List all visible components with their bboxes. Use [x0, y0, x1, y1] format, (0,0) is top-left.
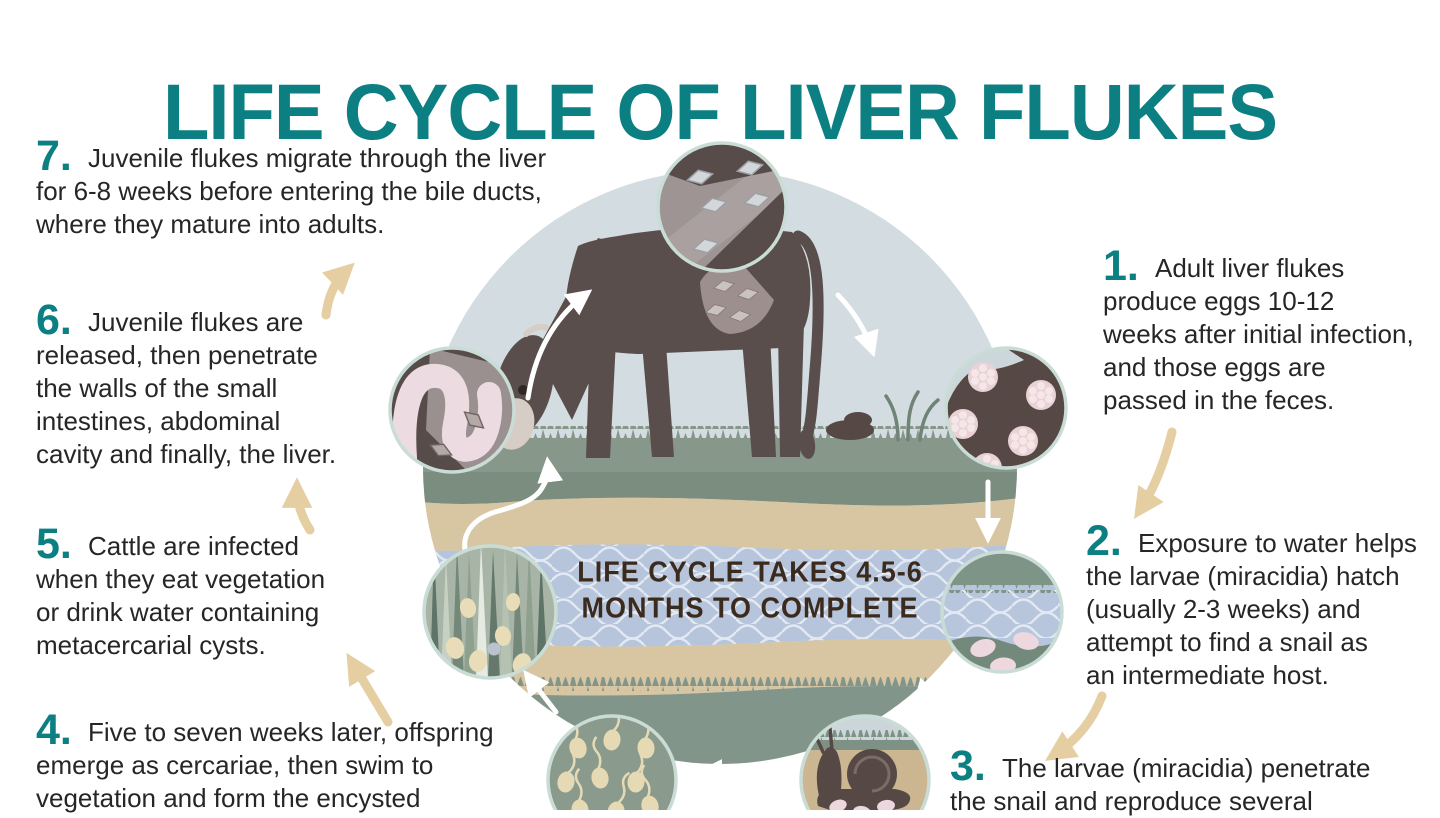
arrow-step5-to-step6 [281, 477, 315, 535]
step-4-text: Five to seven weeks later, offspring eme… [36, 717, 494, 813]
cow-horn [523, 323, 552, 337]
metacercarial-cyst-icon [445, 593, 532, 675]
cow-front-leg [586, 340, 616, 458]
step-6: 6. Juvenile flukes are released, then pe… [36, 299, 436, 471]
arrow-liver-to-feces [835, 292, 879, 358]
step-3: 3. The larvae (miracidia) penetrate the … [950, 745, 1440, 818]
snail-inset [799, 714, 931, 810]
step-5: 5. Cattle are infected when they eat veg… [36, 523, 456, 662]
cow-eye [518, 385, 528, 395]
arrow-step2-to-step3 [1045, 691, 1107, 761]
step-2-text: Exposure to water helps the larvae (mira… [1086, 528, 1417, 690]
cow-tail [792, 230, 824, 442]
liver-tissue-band [658, 143, 786, 271]
step-7: 7. Juvenile flukes migrate through the l… [36, 135, 596, 241]
step-1-text: Adult liver flukes produce eggs 10-12 we… [1103, 253, 1414, 415]
arrow-step1-to-step2 [1134, 427, 1177, 519]
liver-inset [656, 141, 788, 273]
step-4: 4. Five to seven weeks later, offspring … [36, 709, 581, 815]
arrow-step6-to-step7 [321, 262, 355, 320]
step-7-text: Juvenile flukes migrate through the live… [36, 143, 547, 239]
step-6-text: Juvenile flukes are released, then penet… [36, 307, 337, 469]
upper-sand-band [423, 497, 1017, 551]
grass-tuft [884, 390, 940, 442]
step-1-number: 1. [1103, 242, 1139, 290]
miracidia-inset [940, 550, 1064, 674]
cercaria-icon [557, 716, 659, 810]
dark-bank-band [423, 472, 1017, 506]
feces-eggs-inset [944, 346, 1068, 470]
snail-eggs-icon [829, 799, 895, 810]
water-waves [423, 544, 1017, 647]
step-5-number: 5. [36, 520, 72, 568]
step-7-number: 7. [36, 132, 72, 180]
step-2: 2. Exposure to water helps the larvae (m… [1086, 520, 1440, 692]
intestine-tube [392, 364, 503, 470]
step-1: 1. Adult liver flukes produce eggs 10-12… [1103, 245, 1440, 417]
cow-tail-tuft [798, 429, 816, 459]
cow-liver [700, 264, 774, 334]
water-droplet-icon [487, 642, 501, 656]
step-3-text: The larvae (miracidia) penetrate the sna… [950, 753, 1371, 816]
step-3-number: 3. [950, 742, 986, 790]
intestine-inset [388, 346, 516, 474]
cercariae-inset [546, 714, 678, 810]
outer-step-arrows [281, 262, 1177, 761]
cow-pat [826, 412, 874, 440]
arrow-miracidia-to-snail [912, 659, 955, 706]
main-circle [423, 170, 1017, 785]
cow-front-leg [642, 344, 674, 457]
step-2-number: 2. [1086, 517, 1122, 565]
inner-cycle-arrows [462, 289, 1001, 785]
arrow-cercariae-to-vegetation [523, 669, 559, 715]
arrow-step4-to-step5 [346, 652, 393, 727]
center-caption: LIFE CYCLE TAKES 4.5-6 MONTHS TO COMPLET… [577, 556, 923, 624]
step-5-text: Cattle are infected when they eat vegeta… [36, 531, 326, 660]
arrow-vegetation-to-cow [462, 456, 564, 569]
arrow-intestine-to-liver [525, 289, 593, 401]
step-6-number: 6. [36, 296, 72, 344]
cow-hind-leg [778, 322, 804, 457]
vegetation-inset [422, 544, 558, 680]
cow-hind-leg [742, 334, 776, 457]
step-4-number: 4. [36, 706, 72, 754]
